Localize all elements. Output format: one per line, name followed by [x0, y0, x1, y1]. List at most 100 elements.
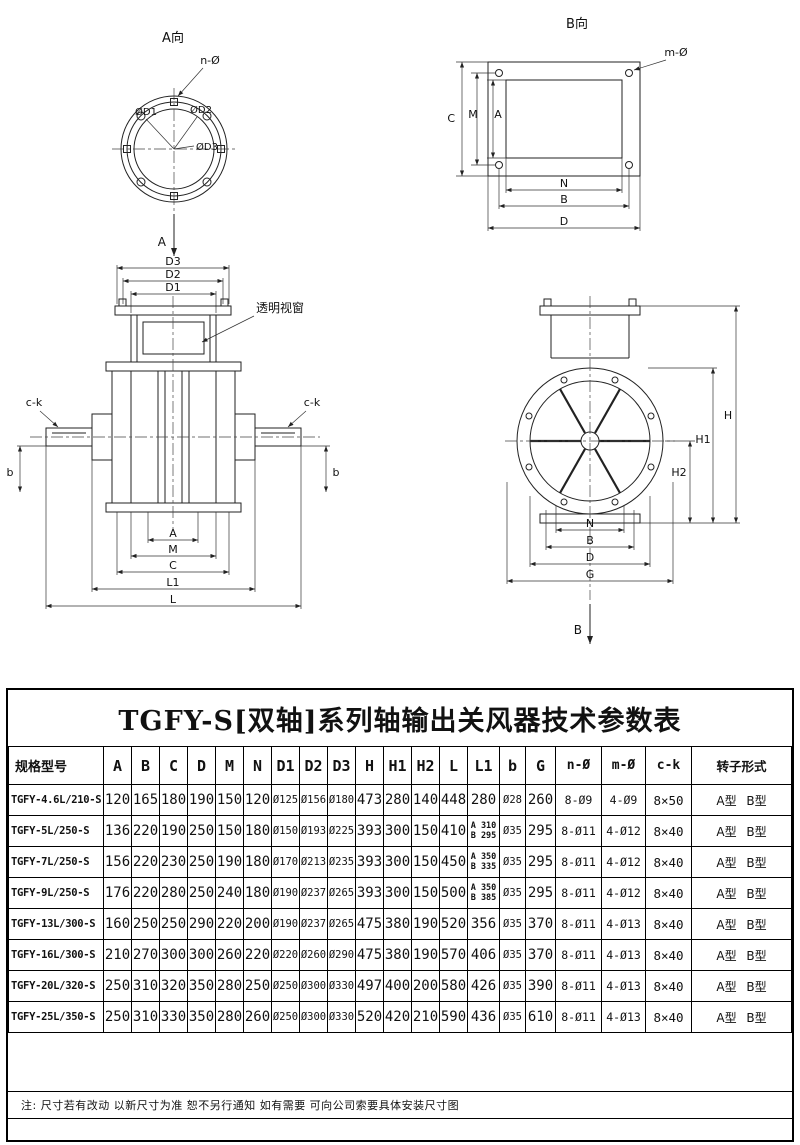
- column-header: B: [131, 746, 160, 785]
- column-header: C: [159, 746, 188, 785]
- value-cell: 280: [215, 970, 244, 1002]
- dim-g-label: G: [586, 568, 595, 581]
- bolt-icon: [220, 298, 229, 307]
- value-cell: 190: [187, 784, 216, 816]
- value-cell: 475: [355, 939, 384, 971]
- value-cell: 230: [159, 846, 188, 878]
- value-cell: Ø250: [271, 1001, 300, 1033]
- value-cell: A型 B型: [691, 908, 792, 940]
- section-b-label: B: [574, 623, 582, 637]
- column-header: D2: [299, 746, 328, 785]
- value-cell: 436: [467, 1001, 500, 1033]
- value-cell: 165: [131, 784, 160, 816]
- view-b-title: B向: [566, 16, 588, 32]
- value-cell: 8×40: [645, 815, 692, 847]
- value-cell: 180: [159, 784, 188, 816]
- value-cell: Ø35: [499, 970, 526, 1002]
- value-cell: 150: [411, 877, 440, 909]
- column-header: b: [499, 746, 526, 785]
- dia-d1-label: ØD1: [135, 106, 157, 118]
- value-cell: 497: [355, 970, 384, 1002]
- dim-l1-label: L1: [166, 576, 179, 589]
- value-cell: Ø330: [327, 970, 356, 1002]
- value-cell: 370: [525, 939, 556, 971]
- value-cell: 260: [215, 939, 244, 971]
- value-cell: 406: [467, 939, 500, 971]
- value-cell: 4-Ø9: [601, 784, 646, 816]
- value-cell: 8-Ø11: [555, 939, 602, 971]
- value-cell: 520: [355, 1001, 384, 1033]
- value-cell: 280: [159, 877, 188, 909]
- value-cell: A型 B型: [691, 815, 792, 847]
- value-cell: 160: [103, 908, 132, 940]
- dim-n-label: N: [586, 517, 594, 530]
- value-cell: 380: [383, 939, 412, 971]
- value-cell: 210: [103, 939, 132, 971]
- bolt-icon: [543, 298, 552, 307]
- value-cell: 310: [131, 970, 160, 1002]
- column-header: 规格型号: [8, 746, 104, 785]
- value-cell: 180: [243, 815, 272, 847]
- column-header: L: [439, 746, 468, 785]
- bolt-hole-icon: [611, 498, 619, 506]
- value-cell: Ø190: [271, 908, 300, 940]
- model-cell: TGFY-13L/300-S: [8, 908, 104, 940]
- column-header: D1: [271, 746, 300, 785]
- value-cell: Ø35: [499, 877, 526, 909]
- value-cell: 250: [103, 1001, 132, 1033]
- value-cell: 260: [525, 784, 556, 816]
- value-cell: 8-Ø11: [555, 970, 602, 1002]
- value-cell: 356: [467, 908, 500, 940]
- bolt-icon: [123, 145, 131, 153]
- dim-b-left-label: b: [7, 466, 14, 479]
- value-cell: 330: [159, 1001, 188, 1033]
- value-cell: A型 B型: [691, 939, 792, 971]
- value-cell: 393: [355, 815, 384, 847]
- value-cell: Ø190: [271, 877, 300, 909]
- value-cell: 270: [131, 939, 160, 971]
- value-cell: 136: [103, 815, 132, 847]
- value-cell: Ø156: [299, 784, 328, 816]
- dim-h2-label: H2: [671, 466, 686, 479]
- bolt-hole-icon: [560, 376, 568, 384]
- bolt-icon: [118, 298, 127, 307]
- dim-b-label: B: [560, 193, 568, 206]
- bolt-hole-icon: [136, 177, 146, 187]
- footer-note: 注: 尺寸若有改动 以新尺寸为准 恕不另行通知 如有需要 可向公司索要具体安装尺…: [21, 1099, 460, 1112]
- value-cell: 4-Ø12: [601, 877, 646, 909]
- value-cell: 250: [131, 908, 160, 940]
- column-header: c-k: [645, 746, 692, 785]
- bolt-count-label: m-Ø: [664, 46, 688, 59]
- value-cell: A 350 B 335: [467, 846, 500, 878]
- value-cell: 8-Ø11: [555, 1001, 602, 1033]
- value-cell: 8-Ø9: [555, 784, 602, 816]
- value-cell: 590: [439, 1001, 468, 1033]
- value-cell: Ø235: [327, 846, 356, 878]
- view-a-title: A向: [162, 30, 184, 46]
- value-cell: 4-Ø13: [601, 1001, 646, 1033]
- value-cell: 176: [103, 877, 132, 909]
- bolt-hole-icon: [525, 463, 533, 471]
- value-cell: 190: [411, 908, 440, 940]
- value-cell: Ø250: [271, 970, 300, 1002]
- dim-d1-label: D1: [165, 281, 180, 294]
- value-cell: Ø180: [327, 784, 356, 816]
- value-cell: 260: [243, 1001, 272, 1033]
- value-cell: Ø290: [327, 939, 356, 971]
- value-cell: 200: [243, 908, 272, 940]
- column-header: H2: [411, 746, 440, 785]
- value-cell: 8×40: [645, 1001, 692, 1033]
- value-cell: 350: [187, 1001, 216, 1033]
- dim-d2-label: D2: [165, 268, 180, 281]
- value-cell: Ø237: [299, 908, 328, 940]
- value-cell: 220: [243, 939, 272, 971]
- column-header: n-Ø: [555, 746, 602, 785]
- value-cell: 150: [215, 784, 244, 816]
- table-title: TGFY-S[双轴]系列轴输出关风器技术参数表: [118, 705, 682, 737]
- dim-b-right-label: b: [333, 466, 340, 479]
